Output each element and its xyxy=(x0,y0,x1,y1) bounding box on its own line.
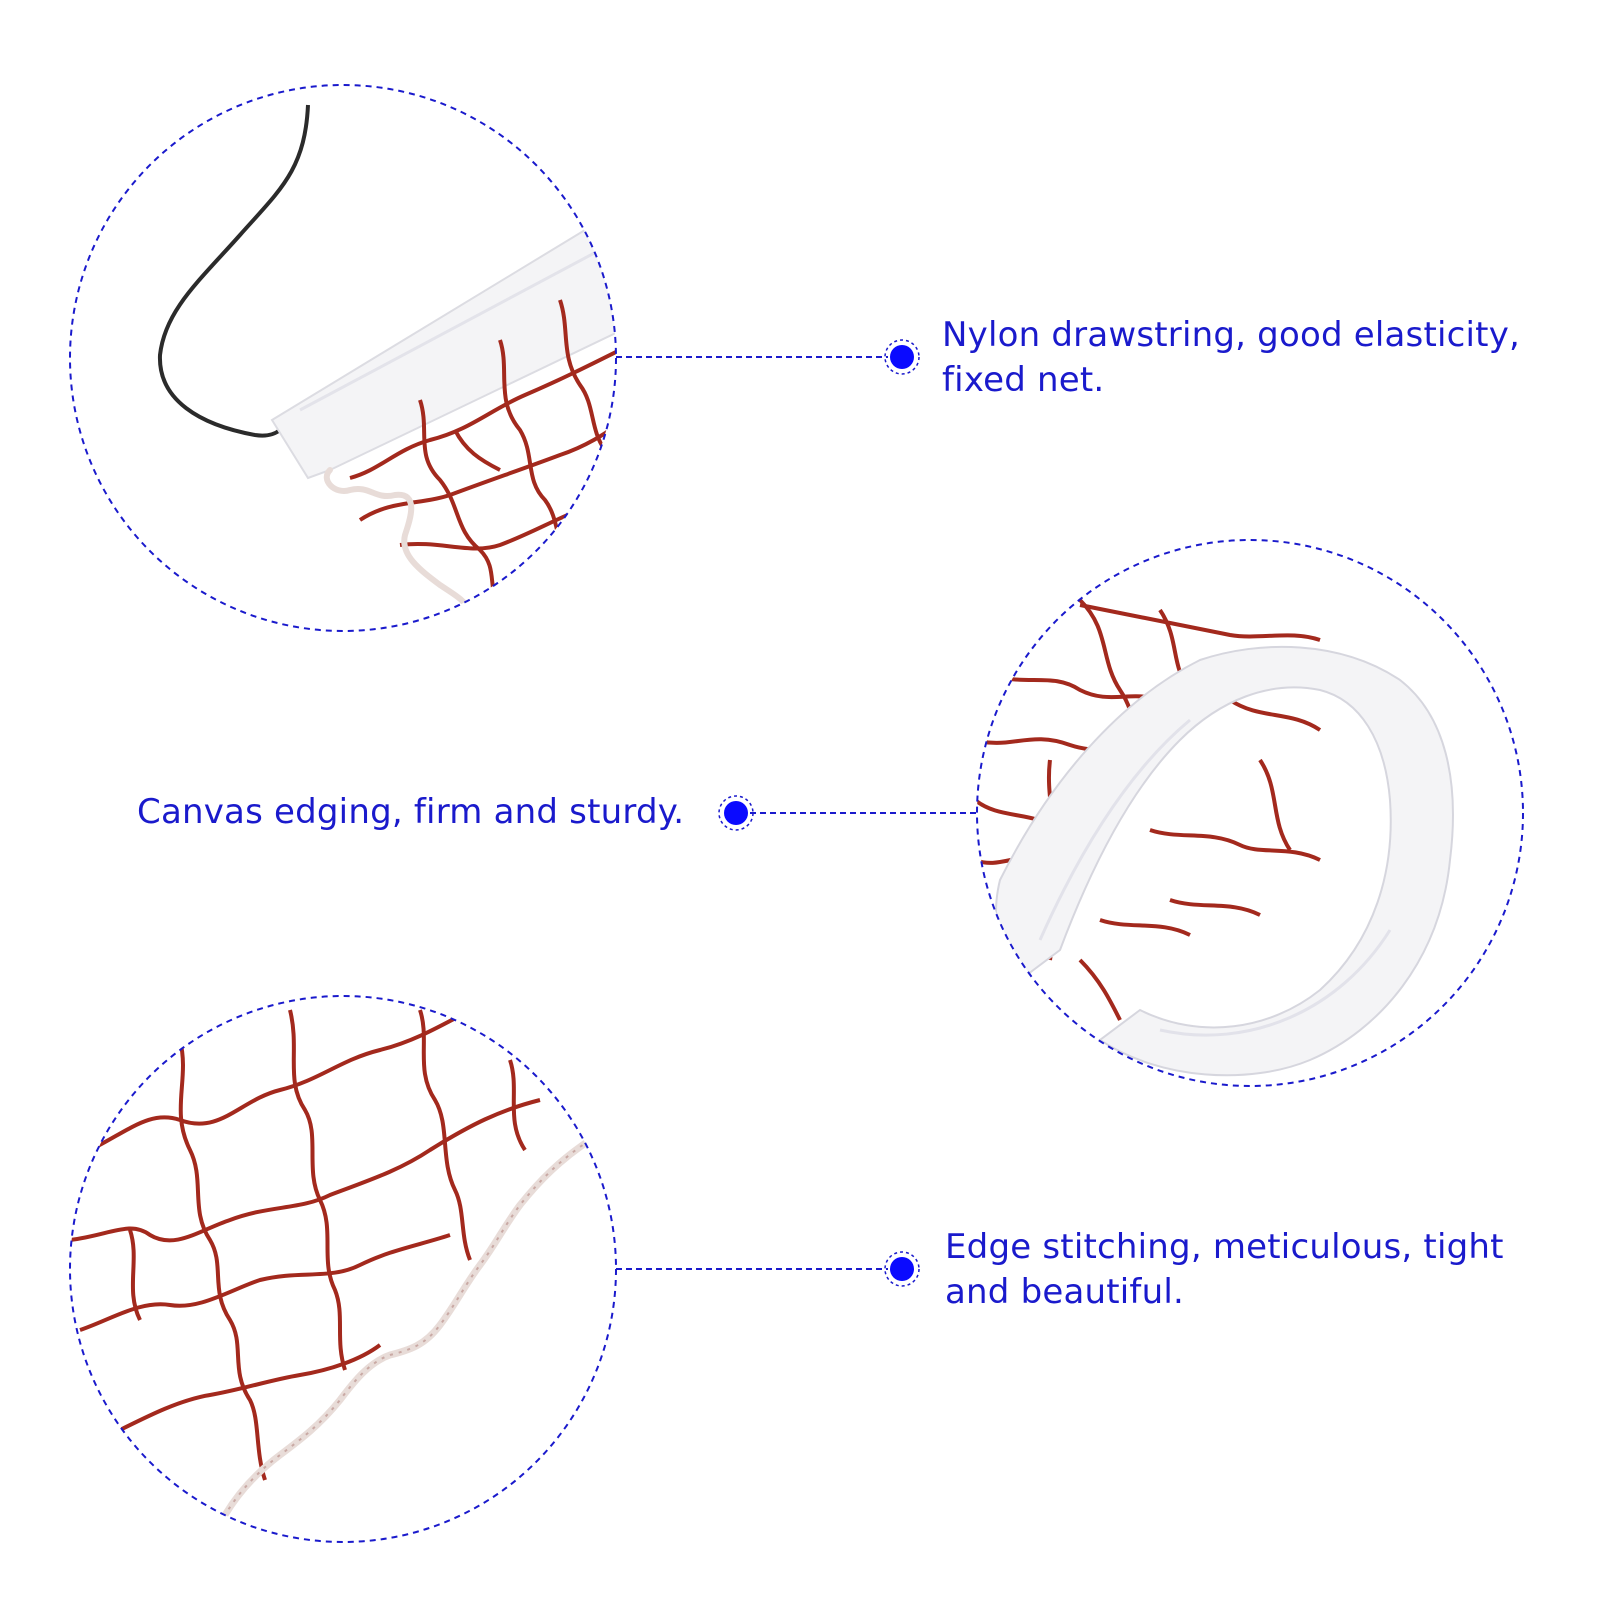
canvas-edging-feature-text: Canvas edging, firm and sturdy. xyxy=(137,792,685,832)
edge-stitching-detail-frame xyxy=(69,995,617,1543)
edge-stitching-callout-dot-ring xyxy=(884,1251,920,1287)
drawstring-callout xyxy=(616,339,920,375)
edge-stitching-feature-text: Edge stitching, meticulous, tight and be… xyxy=(945,1227,1504,1312)
white-edge-stitching xyxy=(221,1136,594,1519)
canvas-edging-callout-dot-ring xyxy=(718,795,754,831)
drawstring-callout-dot-ring xyxy=(884,339,920,375)
edge-stitching-detail-image xyxy=(70,998,594,1519)
black-drawstring-cord xyxy=(157,104,310,438)
canvas-edging-callout-dot xyxy=(724,801,748,825)
drawstring-detail-image xyxy=(157,104,616,615)
canvas-edging-detail-image xyxy=(977,598,1454,1077)
edge-stitching-callout-dot xyxy=(890,1257,914,1281)
canvas-edging-detail-frame xyxy=(976,539,1524,1087)
drawstring-callout-dot xyxy=(890,345,914,369)
red-net-mesh xyxy=(70,998,541,1481)
white-edge-cord xyxy=(323,467,473,615)
edge-stitching-callout xyxy=(616,1251,920,1287)
canvas-edging-band xyxy=(995,645,1454,1077)
canvas-edging-callout xyxy=(718,795,977,831)
drawstring-feature-text: Nylon drawstring, good elasticity, fixed… xyxy=(942,315,1521,400)
